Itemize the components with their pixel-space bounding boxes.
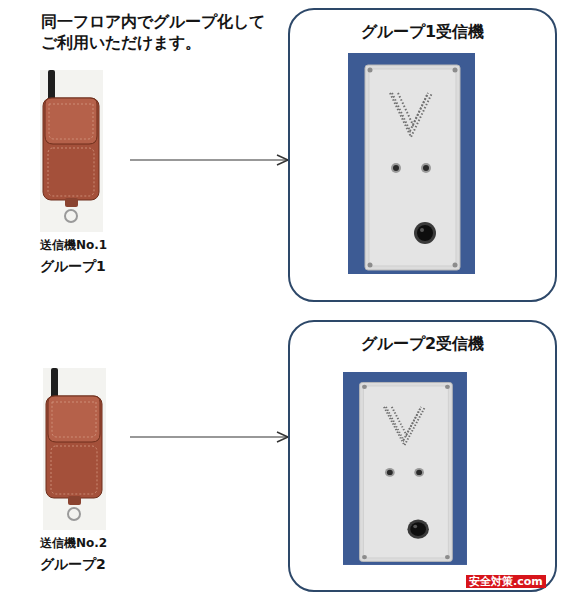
receiver-photo (348, 53, 475, 274)
arrow-line (130, 436, 288, 437)
page-title: 同一フロア内でグループ化して ご利用いただけます。 (41, 11, 277, 53)
device-number: 送信機No.2 (40, 536, 107, 552)
receiver-heading: グループ2受信機 (361, 334, 484, 355)
group-name: グループ1 (40, 257, 106, 275)
transmitter-photo (43, 368, 106, 530)
arrow-head (277, 155, 288, 165)
watermark-logo: 安全対策.com (466, 575, 546, 588)
arrow-head (277, 432, 288, 442)
arrow-line (130, 159, 288, 160)
signal-arrow (130, 432, 288, 442)
group-name: グループ2 (40, 555, 106, 573)
receiver-group-box: グループ1受信機 (288, 8, 557, 302)
transmitter-unit: 送信機No.1 グループ1 (38, 68, 130, 286)
receiver-heading: グループ1受信機 (361, 22, 484, 43)
transmitter-photo (40, 70, 103, 232)
device-number: 送信機No.1 (40, 238, 107, 254)
receiver-photo (343, 372, 467, 565)
transmitter-unit: 送信機No.2 グループ2 (38, 366, 130, 588)
receiver-group-box: グループ2受信機 (288, 320, 557, 592)
signal-arrow (130, 155, 288, 165)
